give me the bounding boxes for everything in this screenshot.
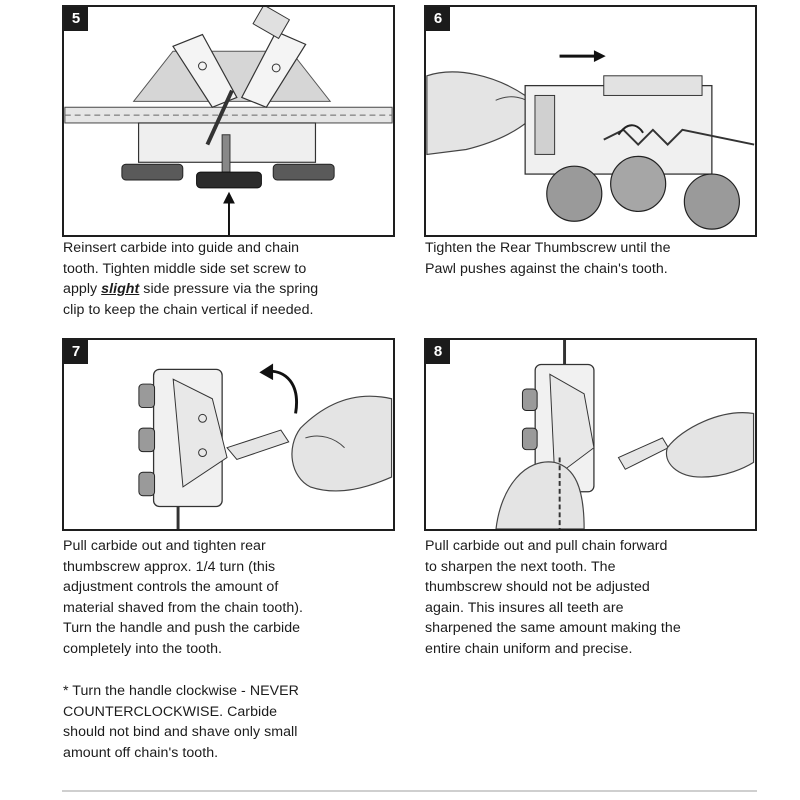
step-7-note: * Turn the handle clockwise - NEVER COUN… (63, 681, 299, 763)
step-5-illustration: 5 (62, 5, 395, 237)
step-8-caption-line: entire chain uniform and precise. (425, 639, 681, 660)
step-5-caption-line: Reinsert carbide into guide and chain (63, 238, 318, 259)
step-7-caption-line: Turn the handle and push the carbide (63, 618, 303, 639)
step-8-caption-line: to sharpen the next tooth. The (425, 557, 681, 578)
footer-divider (62, 790, 757, 792)
step-7-caption-line: Pull carbide out and tighten rear (63, 536, 303, 557)
step-7-caption-line: adjustment controls the amount of (63, 577, 303, 598)
step-7-illustration: 7 (62, 338, 395, 531)
step-7-caption-line: completely into the tooth. (63, 639, 303, 660)
step-8-illustration: 8 (424, 338, 757, 531)
step-7-caption: Pull carbide out and tighten rear thumbs… (63, 536, 303, 659)
step-7-note-line: should not bind and shave only small (63, 722, 299, 743)
step-7-note-line: * Turn the handle clockwise - NEVER (63, 681, 299, 702)
step-8-caption-line: Pull carbide out and pull chain forward (425, 536, 681, 557)
step-8-caption-line: thumbscrew should not be adjusted (425, 577, 681, 598)
step-7-caption-line: material shaved from the chain tooth). (63, 598, 303, 619)
step-8-caption: Pull carbide out and pull chain forward … (425, 536, 681, 659)
sharpener-front-view-drawing (64, 7, 393, 235)
step-5-caption-line: apply slight side pressure via the sprin… (63, 279, 318, 300)
step-5-emphasis-word: slight (101, 281, 139, 297)
step-5-caption-line-start: apply (63, 281, 101, 297)
step-7-caption-line: thumbscrew approx. 1/4 turn (this (63, 557, 303, 578)
sharpener-side-view-drawing (426, 7, 755, 235)
step-5-caption-line-end: side pressure via the spring (139, 281, 318, 297)
step-6-caption: Tighten the Rear Thumbscrew until the Pa… (425, 238, 671, 279)
step-8-caption-line: sharpened the same amount making the (425, 618, 681, 639)
step-6-badge: 6 (426, 7, 450, 31)
step-7-note-line: amount off chain's tooth. (63, 743, 299, 764)
step-5-badge: 5 (64, 7, 88, 31)
step-5-caption-line: clip to keep the chain vertical if neede… (63, 300, 318, 321)
step-6-caption-line: Pawl pushes against the chain's tooth. (425, 259, 671, 280)
turn-handle-drawing (64, 340, 393, 529)
advance-chain-drawing (426, 340, 755, 529)
step-7-note-line: COUNTERCLOCKWISE. Carbide (63, 702, 299, 723)
step-8-caption-line: again. This insures all teeth are (425, 598, 681, 619)
step-6-caption-line: Tighten the Rear Thumbscrew until the (425, 238, 671, 259)
step-5-caption: Reinsert carbide into guide and chain to… (63, 238, 318, 320)
step-8-badge: 8 (426, 340, 450, 364)
step-7-badge: 7 (64, 340, 88, 364)
step-6-illustration: 6 (424, 5, 757, 237)
step-5-caption-line: tooth. Tighten middle side set screw to (63, 259, 318, 280)
